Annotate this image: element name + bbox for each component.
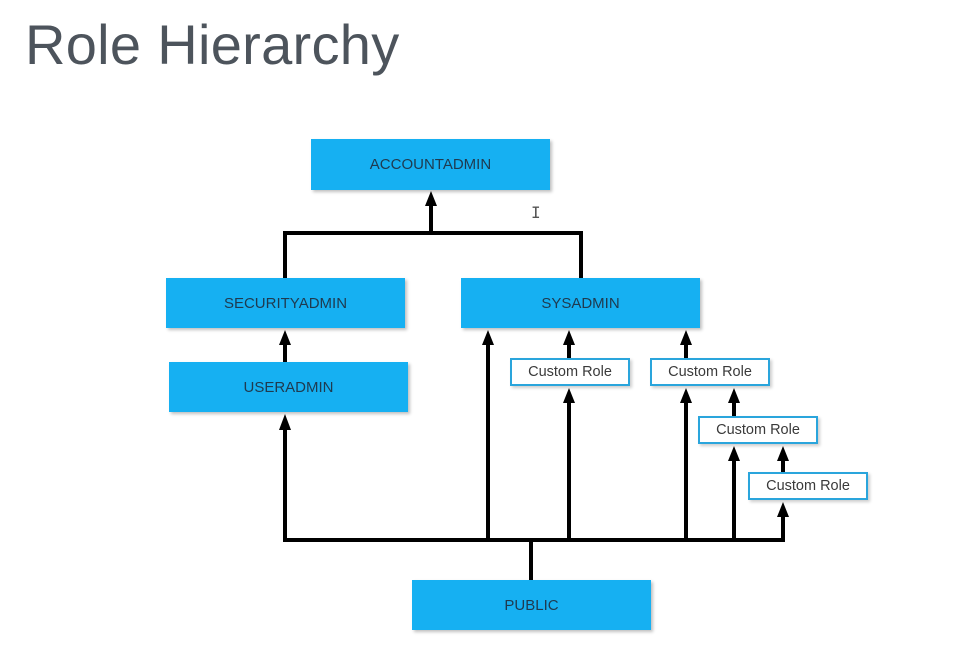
- arrowhead-icon: [279, 330, 291, 345]
- arrowhead-icon: [563, 330, 575, 345]
- arrowhead-icon: [482, 330, 494, 345]
- arrowhead-icon: [680, 330, 692, 345]
- arrowhead-icon: [680, 388, 692, 403]
- arrowhead-icon: [563, 388, 575, 403]
- connector-security-sys-bus: [283, 231, 583, 280]
- role-sysadmin: SYSADMIN: [461, 278, 700, 328]
- role-public: PUBLIC: [412, 580, 651, 630]
- role-securityadmin: SECURITYADMIN: [166, 278, 405, 328]
- arrowheads: [279, 191, 789, 517]
- arrowhead-icon: [777, 502, 789, 517]
- arrowhead-icon: [425, 191, 437, 206]
- role-custom-2: Custom Role: [650, 358, 770, 386]
- arrowhead-icon: [728, 388, 740, 403]
- slide-title: Role Hierarchy: [25, 13, 400, 76]
- role-custom-4: Custom Role: [748, 472, 868, 500]
- arrowhead-icon: [279, 414, 291, 430]
- role-accountadmin: ACCOUNTADMIN: [311, 139, 550, 190]
- arrowhead-icon: [728, 446, 740, 461]
- role-useradmin: USERADMIN: [169, 362, 408, 412]
- text-cursor-icon: I: [531, 203, 541, 222]
- role-custom-3: Custom Role: [698, 416, 818, 444]
- role-custom-1: Custom Role: [510, 358, 630, 386]
- arrowhead-icon: [777, 446, 789, 461]
